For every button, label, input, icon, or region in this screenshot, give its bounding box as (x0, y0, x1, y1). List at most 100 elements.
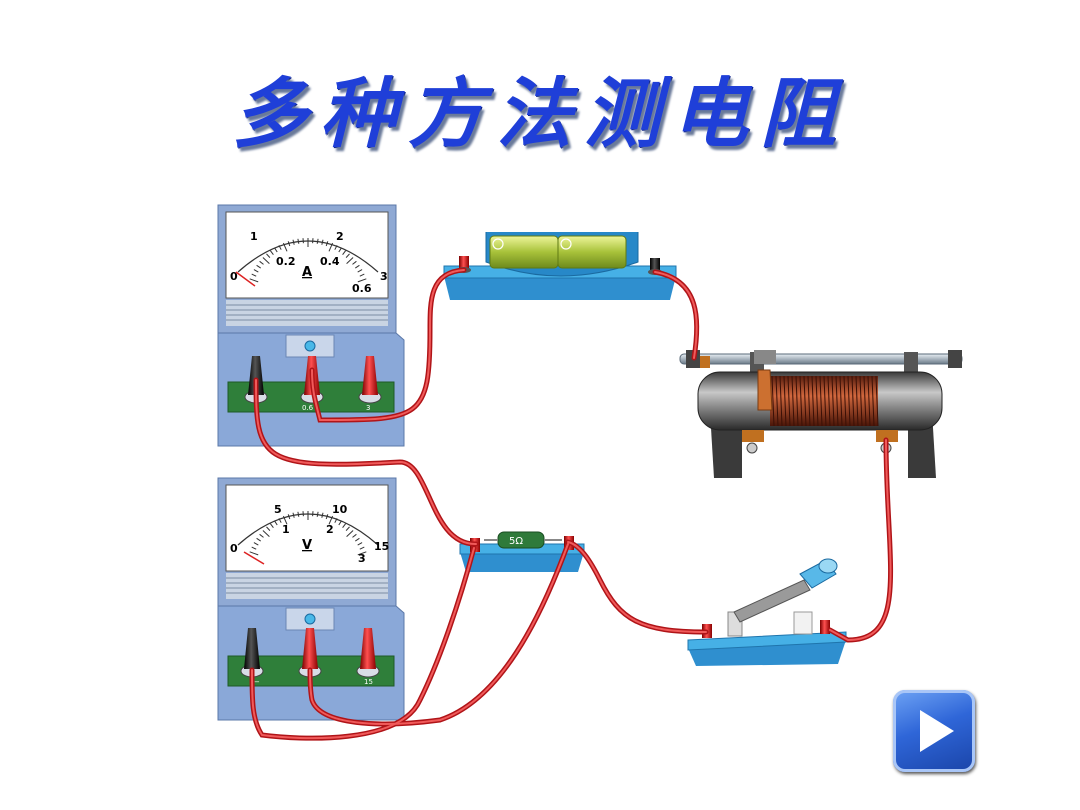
coil-turn (855, 375, 859, 427)
meter-tick (328, 242, 334, 252)
meter-tick (328, 515, 334, 525)
meter-tick (338, 520, 342, 526)
voltmeter-bottom-scale-2: 2 (326, 523, 334, 536)
voltmeter-unit: V (302, 538, 312, 553)
coil-turn (791, 375, 795, 427)
ammeter-bottom-scale-06: 0.6 (352, 282, 372, 295)
coil-turn (843, 375, 847, 427)
coil-turn (779, 375, 783, 427)
meter-tick (334, 518, 338, 523)
coil-turn (875, 375, 879, 427)
voltmeter-bottom-scale-1: 1 (282, 523, 290, 536)
meter-tick (256, 264, 261, 269)
meter-tick (266, 253, 271, 258)
meter-tick (274, 247, 278, 253)
meter-tick (334, 245, 338, 250)
ammeter-terminal-3: 3 (366, 404, 370, 412)
ammeter: 1 2 3 0 0.2 0.4 0.6 A − 0.6 3 (217, 204, 405, 447)
ammeter-top-scale-3: 3 (380, 270, 388, 283)
meter-tick (278, 518, 282, 523)
play-button[interactable] (893, 690, 975, 772)
meter-tick (342, 250, 347, 255)
meter-tick (357, 542, 363, 546)
coil-turn (867, 375, 871, 427)
meter-tick (316, 238, 319, 244)
coil-turn (871, 375, 875, 427)
knife-switch (687, 558, 847, 666)
meter-tick (269, 523, 274, 529)
meter-tick (287, 514, 291, 520)
coil-turn (851, 375, 855, 427)
meter-tick (253, 542, 259, 546)
coil-turn (847, 375, 851, 427)
meter-tick (292, 512, 295, 518)
voltmeter-top-scale-10: 10 (332, 503, 348, 516)
coil-turn (795, 375, 799, 427)
coil-turn (823, 375, 827, 427)
meter-tick (359, 546, 365, 550)
meter-tick (253, 269, 259, 273)
resistor-label: 5Ω (509, 536, 523, 547)
coil-turn (775, 375, 779, 427)
meter-tick (262, 530, 270, 537)
meter-tick (355, 537, 360, 542)
ammeter-bottom-scale-02: 0.2 (276, 255, 296, 268)
meter-tick (297, 511, 300, 517)
meter-tick (297, 238, 300, 244)
coil-turn (783, 375, 787, 427)
coil-turn (787, 375, 791, 427)
meter-tick (338, 247, 342, 253)
voltmeter-top-scale-5: 5 (274, 503, 282, 516)
meter-tick (249, 278, 259, 283)
meter-tick (352, 260, 357, 265)
meter-tick (266, 526, 271, 531)
meter-tick (259, 533, 264, 538)
coil-turn (811, 375, 815, 427)
page-title: 多种方法测电阻 (232, 69, 848, 158)
coil-turn (819, 375, 823, 427)
meter-tick (321, 512, 324, 518)
meter-tick (342, 523, 347, 529)
meter-tick (321, 239, 324, 245)
meter-tick (345, 253, 350, 258)
meter-tick (274, 520, 278, 526)
meter-tick (251, 546, 257, 550)
meter-tick (251, 273, 257, 277)
meter-tick (292, 239, 295, 245)
meter-tick (359, 273, 365, 277)
meter-tick (355, 264, 360, 269)
ammeter-bottom-scale-0: 0 (230, 270, 238, 283)
wires (249, 267, 894, 741)
meter-tick (316, 511, 319, 517)
coil-turn (839, 375, 843, 427)
ammeter-bottom-scale-04: 0.4 (320, 255, 340, 268)
coil-turn (799, 375, 803, 427)
meter-tick (346, 257, 354, 264)
meter-tick (282, 242, 288, 252)
coil-turn (827, 375, 831, 427)
coil-turn (863, 375, 867, 427)
meter-tick (325, 514, 329, 520)
voltmeter-bottom-scale-3: 3 (358, 552, 366, 565)
voltmeter-bottom-scale-0: 0 (230, 542, 238, 555)
coil-turn (771, 375, 775, 427)
meter-tick (278, 245, 282, 250)
coil-turn (807, 375, 811, 427)
ammeter-top-scale-1: 1 (250, 230, 258, 243)
meter-tick (357, 269, 363, 273)
play-icon (920, 710, 954, 752)
voltmeter-top-scale-15: 15 (374, 540, 389, 553)
meter-tick (269, 250, 274, 255)
meter-tick (262, 257, 270, 264)
meter-tick (325, 241, 329, 247)
coil-turn (831, 375, 835, 427)
meter-tick (357, 278, 367, 283)
meter-tick (259, 260, 264, 265)
coil-turn (803, 375, 807, 427)
battery (443, 232, 677, 300)
rheostat (679, 350, 963, 478)
meter-tick (282, 515, 288, 525)
meter-tick (346, 530, 354, 537)
ammeter-unit: A (302, 265, 312, 280)
